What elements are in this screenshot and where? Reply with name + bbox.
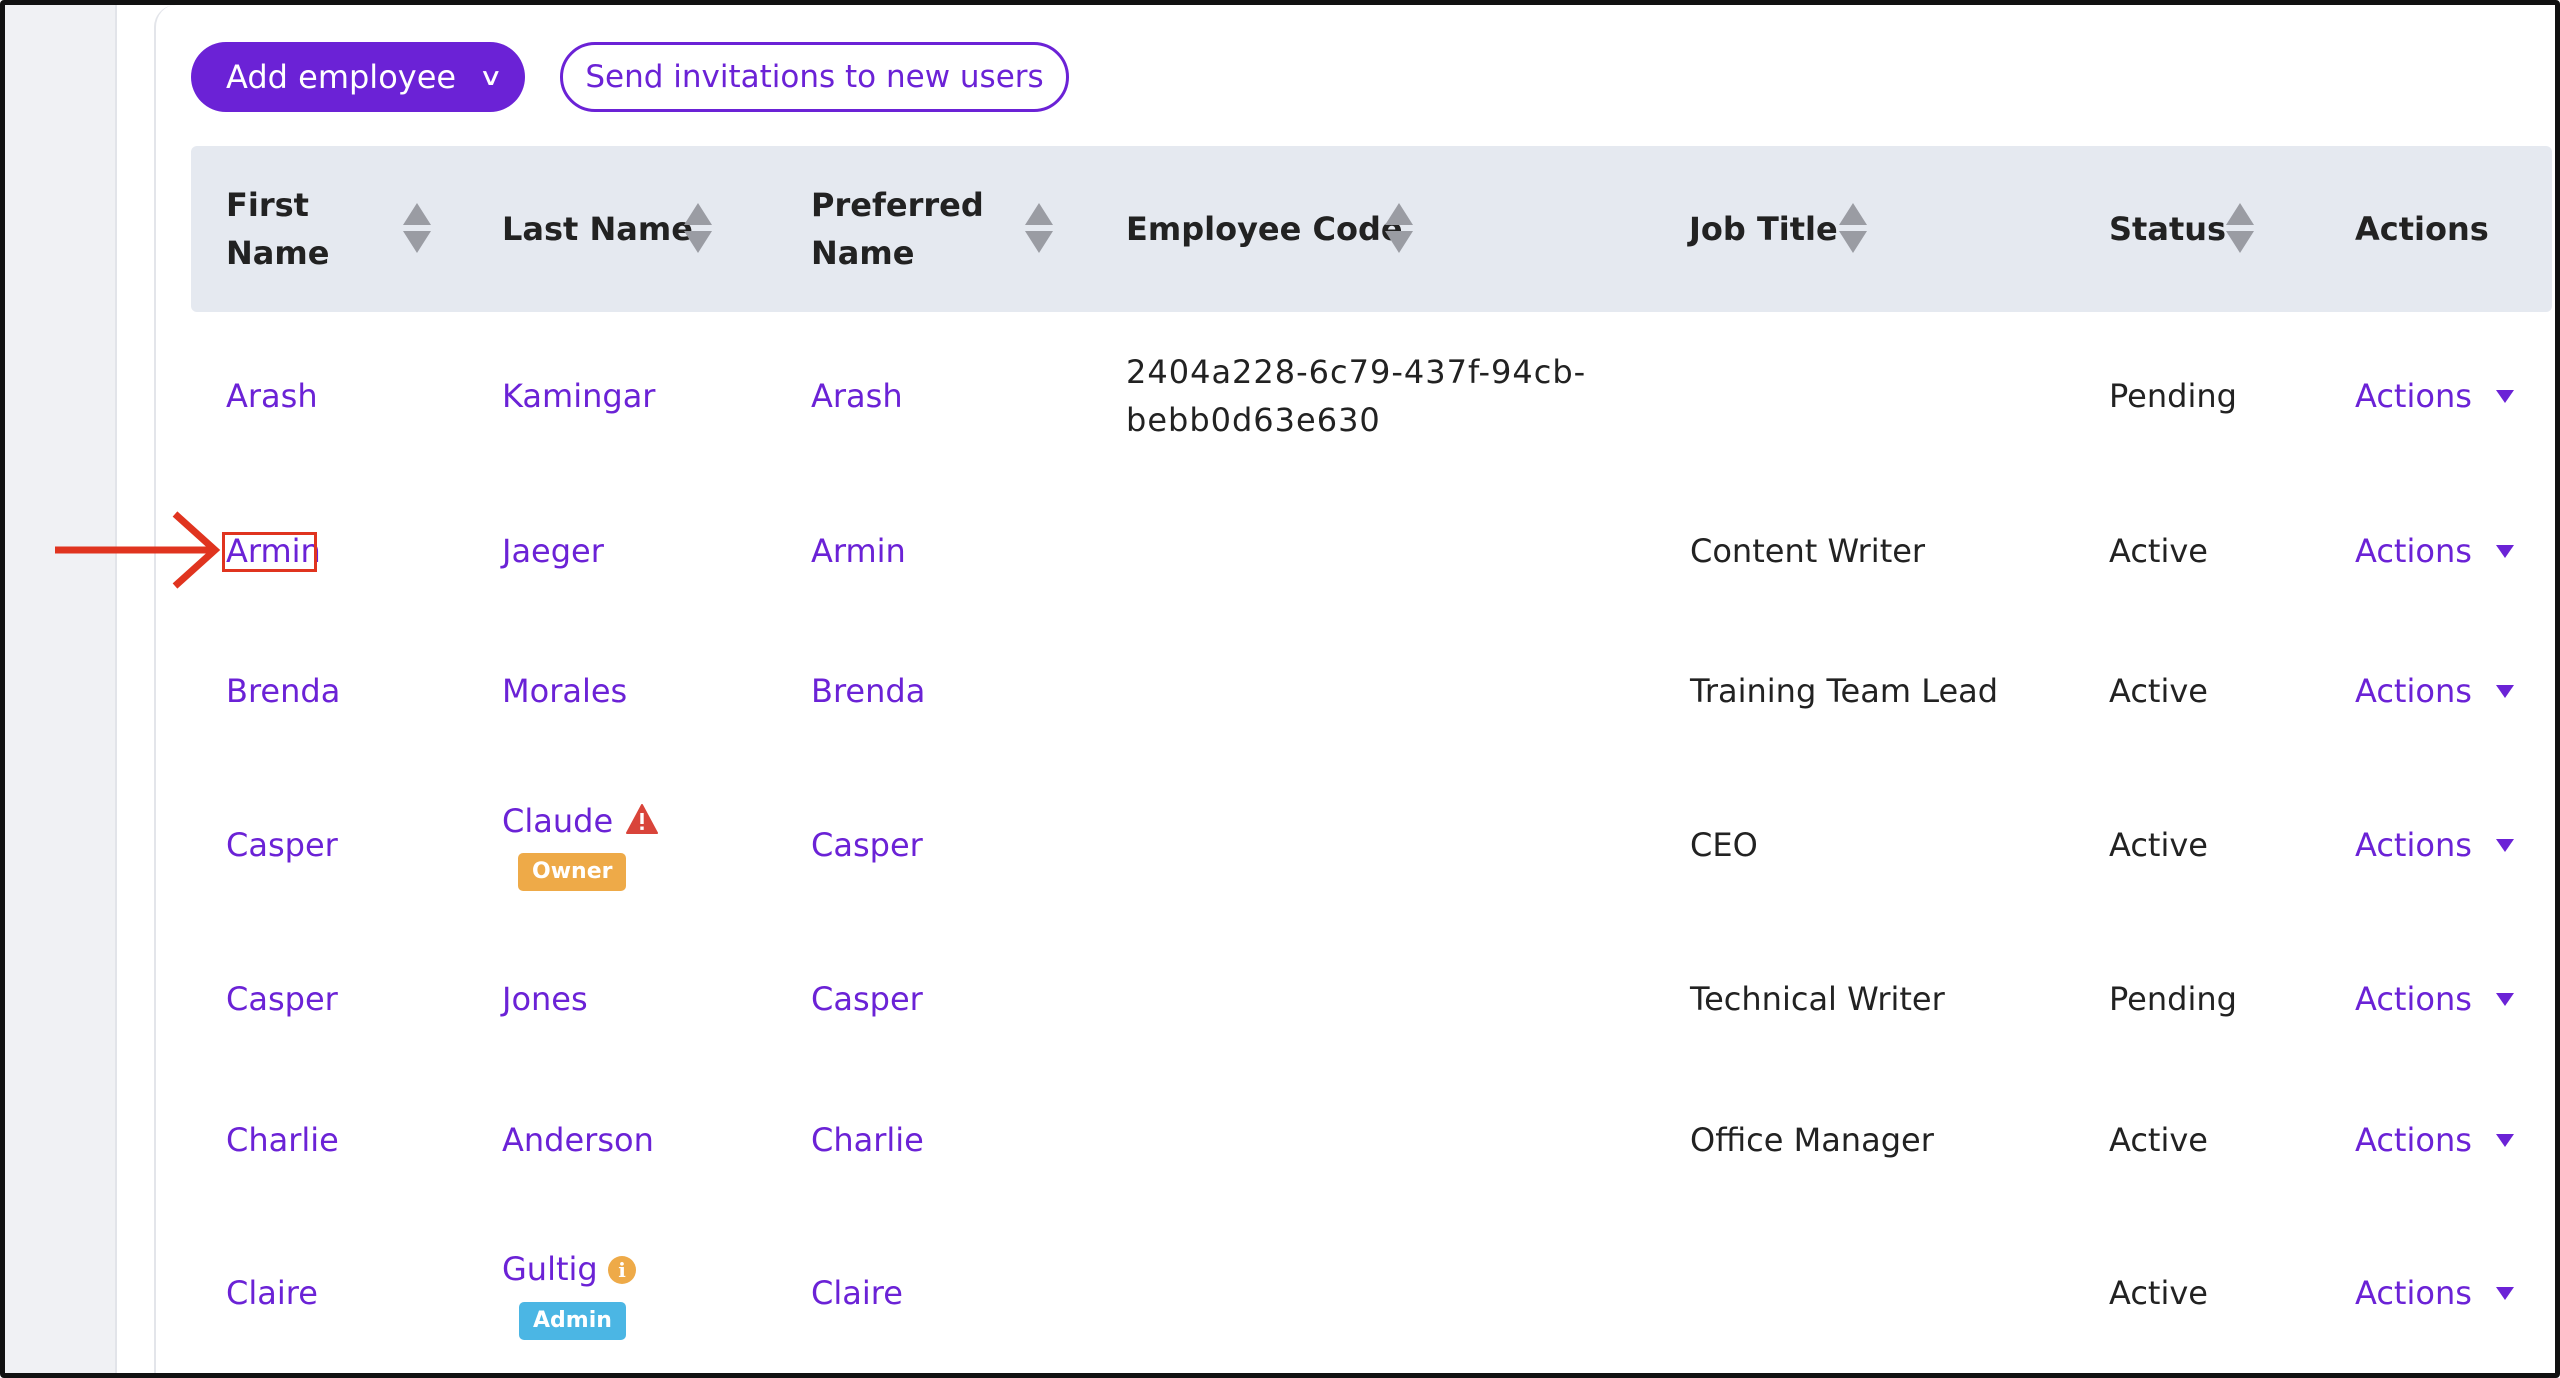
caret-down-icon	[2495, 684, 2514, 698]
status-text: Active	[2109, 826, 2208, 864]
annotation-arrow-icon	[55, 511, 221, 589]
caret-down-icon	[2495, 389, 2514, 403]
caret-down-icon	[2495, 1286, 2514, 1300]
actions-label: Actions	[2355, 377, 2472, 415]
status-text: Active	[2109, 532, 2208, 570]
actions-dropdown[interactable]: Actions	[2355, 825, 2514, 865]
header-employee-code[interactable]: Employee Code	[1126, 210, 1403, 248]
status-text: Active	[2109, 672, 2208, 710]
first-name-link[interactable]: Charlie	[226, 1121, 339, 1159]
first-name-link[interactable]: Casper	[226, 980, 338, 1018]
preferred-name-link[interactable]: Claire	[811, 1274, 903, 1312]
info-icon[interactable]: i	[608, 1256, 636, 1284]
actions-dropdown[interactable]: Actions	[2355, 1120, 2514, 1160]
sidebar	[5, 5, 117, 1373]
preferred-name-link[interactable]: Casper	[811, 826, 923, 864]
header-job-title[interactable]: Job Title	[1689, 210, 1838, 248]
last-name-link[interactable]: Jaeger	[502, 532, 604, 570]
admin-badge: Admin	[519, 1302, 626, 1340]
actions-label: Actions	[2355, 1121, 2472, 1159]
caret-down-icon	[2495, 1133, 2514, 1147]
highlight-box	[222, 532, 317, 572]
warning-icon	[626, 804, 658, 834]
last-name-link[interactable]: Jones	[502, 980, 588, 1018]
chevron-down-icon: ∨	[478, 63, 504, 91]
sort-icon[interactable]	[403, 203, 431, 255]
employee-code: 2404a228-6c79-437f-94cb-bebb0d63e630	[1126, 353, 1587, 439]
last-name-link[interactable]: Kamingar	[502, 377, 656, 415]
sort-icon[interactable]	[1025, 203, 1053, 255]
status-text: Active	[2109, 1121, 2208, 1159]
status-text: Active	[2109, 1274, 2208, 1312]
sort-icon[interactable]	[684, 203, 712, 255]
last-name-link[interactable]: Claude	[502, 802, 614, 840]
caret-down-icon	[2495, 838, 2514, 852]
preferred-name-link[interactable]: Charlie	[811, 1121, 924, 1159]
actions-label: Actions	[2355, 532, 2472, 570]
header-status[interactable]: Status	[2109, 210, 2227, 248]
actions-label: Actions	[2355, 980, 2472, 1018]
header-actions: Actions	[2355, 210, 2489, 248]
job-title: Content Writer	[1690, 532, 1926, 570]
actions-dropdown[interactable]: Actions	[2355, 1273, 2514, 1313]
first-name-link[interactable]: Claire	[226, 1274, 318, 1312]
send-invitations-button[interactable]: Send invitations to new users	[560, 42, 1069, 112]
preferred-name-link[interactable]: Arash	[811, 377, 903, 415]
job-title: Technical Writer	[1690, 980, 1945, 1018]
job-title: Office Manager	[1690, 1121, 1934, 1159]
header-last-name[interactable]: Last Name	[502, 210, 693, 248]
first-name-link[interactable]: Casper	[226, 826, 338, 864]
actions-label: Actions	[2355, 672, 2472, 710]
caret-down-icon	[2495, 544, 2514, 558]
last-name-link[interactable]: Gultig	[502, 1250, 598, 1288]
first-name-link[interactable]: Brenda	[226, 672, 341, 710]
actions-dropdown[interactable]: Actions	[2355, 979, 2514, 1019]
status-text: Pending	[2109, 377, 2237, 415]
add-employee-button[interactable]: Add employee ∨	[191, 42, 525, 112]
preferred-name-link[interactable]: Casper	[811, 980, 923, 1018]
sort-icon[interactable]	[1385, 203, 1413, 255]
actions-label: Actions	[2355, 1274, 2472, 1312]
job-title: CEO	[1690, 826, 1758, 864]
add-employee-label: Add employee	[226, 58, 457, 96]
last-name-link[interactable]: Morales	[502, 672, 628, 710]
preferred-name-link[interactable]: Brenda	[811, 672, 926, 710]
actions-label: Actions	[2355, 826, 2472, 864]
status-text: Pending	[2109, 980, 2237, 1018]
caret-down-icon	[2495, 992, 2514, 1006]
sort-icon[interactable]	[1839, 203, 1867, 255]
preferred-name-link[interactable]: Armin	[811, 532, 906, 570]
owner-badge: Owner	[518, 853, 627, 891]
first-name-link[interactable]: Arash	[226, 377, 318, 415]
actions-dropdown[interactable]: Actions	[2355, 671, 2514, 711]
job-title: Training Team Lead	[1690, 672, 1999, 710]
actions-dropdown[interactable]: Actions	[2355, 376, 2514, 416]
sort-icon[interactable]	[2226, 203, 2254, 255]
actions-dropdown[interactable]: Actions	[2355, 531, 2514, 571]
last-name-link[interactable]: Anderson	[502, 1121, 654, 1159]
first-name-link[interactable]: Armin	[226, 532, 321, 570]
